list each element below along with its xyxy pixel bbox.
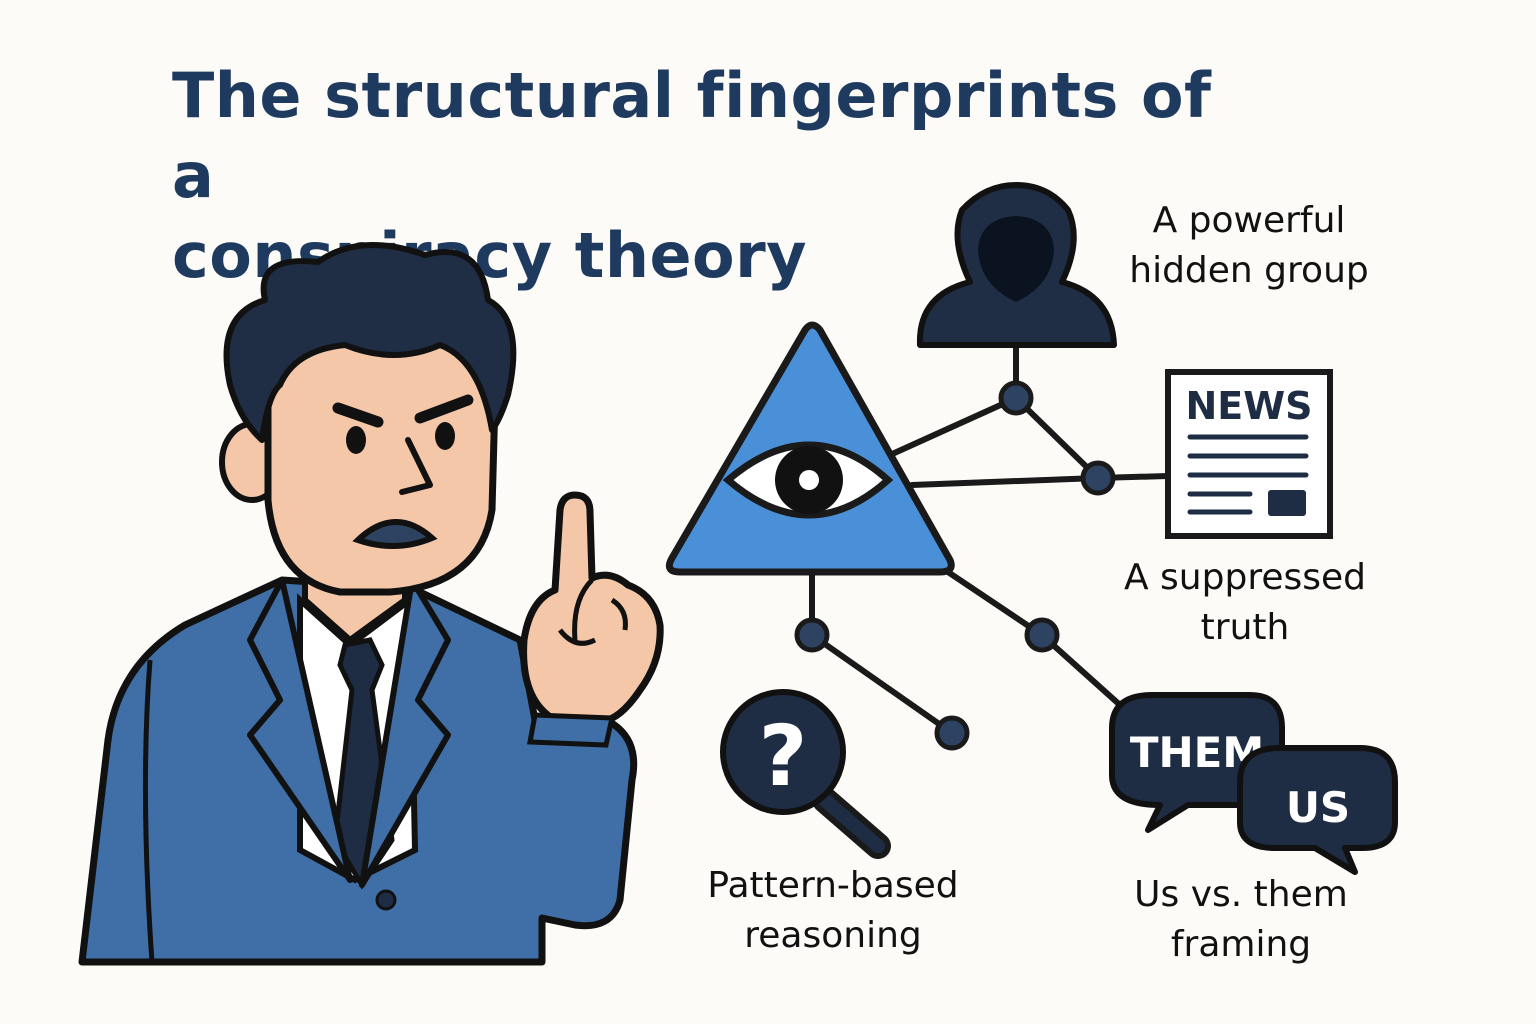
man-character-illustration xyxy=(78,242,664,966)
label-line: truth xyxy=(1200,607,1290,648)
page-title: The structural fingerprints of a conspir… xyxy=(172,56,1272,296)
label-pattern-reasoning: Pattern-based reasoning xyxy=(688,861,978,961)
hair xyxy=(223,242,517,443)
news-heading: NEWS xyxy=(1185,384,1312,428)
connector-line xyxy=(887,395,1019,458)
connector-line xyxy=(942,567,1045,638)
connector-line xyxy=(909,475,1101,488)
title-line-1: The structural fingerprints of a xyxy=(172,59,1212,212)
label-line: reasoning xyxy=(744,915,922,956)
connector-nodes xyxy=(794,380,1116,751)
eye xyxy=(346,426,366,454)
network-node xyxy=(1080,460,1116,496)
network-node xyxy=(998,380,1034,416)
label-line: Us vs. them xyxy=(1134,874,1348,915)
connector-network xyxy=(809,342,1171,736)
label-line: framing xyxy=(1170,924,1312,965)
label-line: A suppressed xyxy=(1123,557,1366,598)
magnifier-question-icon: ? xyxy=(720,689,891,859)
label-line: Pattern-based xyxy=(707,865,959,906)
them-us-bubbles-icon: THEM US xyxy=(1109,692,1398,875)
connector-line xyxy=(1013,395,1101,481)
pointing-hand xyxy=(520,491,664,726)
eye-pyramid-icon xyxy=(665,321,955,576)
label-line: hidden group xyxy=(1129,250,1369,291)
us-bubble-text: US xyxy=(1286,783,1350,832)
frowning-mouth xyxy=(352,519,438,550)
label-suppressed-truth: A suppressed truth xyxy=(1108,553,1382,653)
suit-button xyxy=(375,889,397,911)
label-us-vs-them: Us vs. them framing xyxy=(1110,870,1372,970)
connector-line xyxy=(809,632,955,736)
eye xyxy=(435,422,455,450)
hooded-figure-icon xyxy=(916,182,1117,348)
question-mark: ? xyxy=(759,707,808,805)
label-hidden-group: A powerful hidden group xyxy=(1112,196,1386,296)
label-line: A powerful xyxy=(1152,200,1346,241)
network-node xyxy=(934,715,970,751)
network-node xyxy=(794,617,830,653)
network-node xyxy=(1024,617,1060,653)
newspaper-icon: NEWS xyxy=(1165,369,1333,539)
